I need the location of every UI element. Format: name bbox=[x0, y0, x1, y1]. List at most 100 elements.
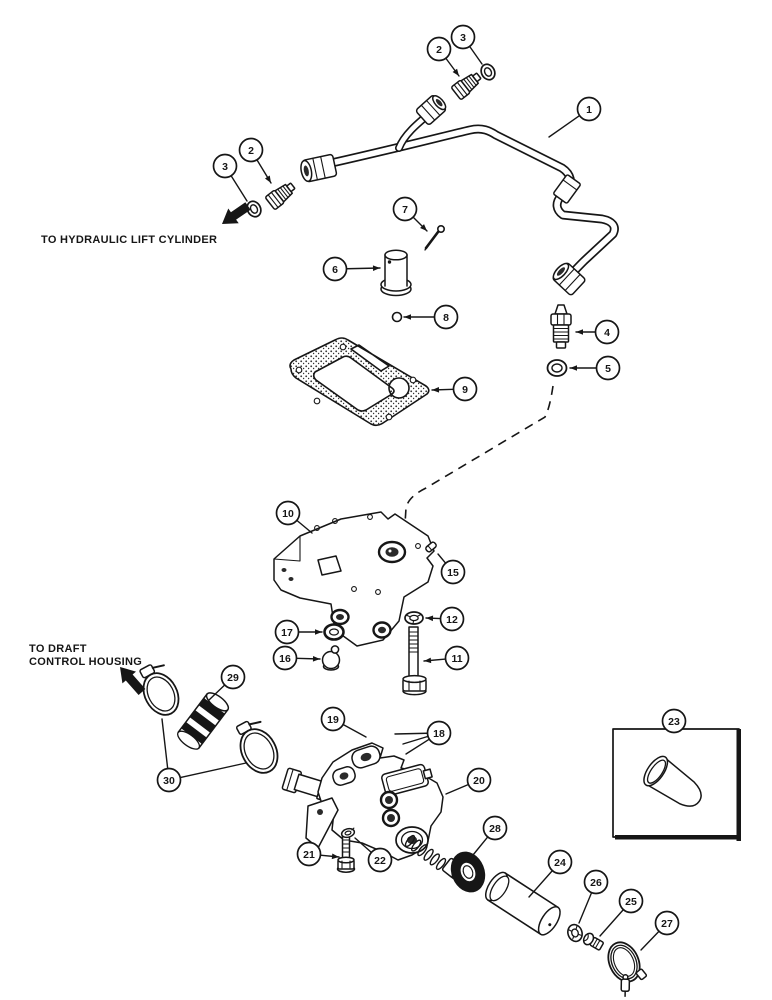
callout-25: 25 bbox=[599, 888, 644, 937]
callout-10: 10 bbox=[275, 500, 313, 534]
part-22-lock-washer bbox=[340, 827, 356, 839]
part-30-clamp-a bbox=[139, 664, 180, 716]
label-to-draft-line1: TO DRAFT bbox=[29, 643, 87, 655]
callout-18: 18 bbox=[394, 720, 452, 755]
svg-text:23: 23 bbox=[668, 716, 680, 728]
callout-19: 19 bbox=[320, 706, 367, 738]
callout-22: 22 bbox=[354, 837, 393, 873]
callout-15: 15 bbox=[437, 553, 466, 585]
svg-text:25: 25 bbox=[625, 896, 637, 908]
part-15-pin bbox=[425, 541, 437, 553]
svg-text:11: 11 bbox=[451, 653, 462, 665]
svg-text:16: 16 bbox=[279, 653, 291, 665]
callout-27: 27 bbox=[640, 910, 680, 951]
svg-text:30: 30 bbox=[163, 775, 175, 787]
callout-24: 24 bbox=[528, 849, 573, 898]
callout-3: 3 bbox=[212, 153, 248, 202]
part-23-boxed-plug bbox=[612, 728, 741, 841]
callout-4: 4 bbox=[575, 319, 620, 345]
callout-5: 5 bbox=[569, 355, 621, 381]
callout-28: 28 bbox=[472, 815, 508, 856]
part-28-seal bbox=[450, 851, 486, 893]
svg-text:6: 6 bbox=[332, 264, 338, 276]
svg-text:20: 20 bbox=[473, 775, 485, 787]
tube-nut-upper bbox=[415, 95, 447, 125]
callout-26: 26 bbox=[578, 869, 609, 924]
svg-text:1: 1 bbox=[586, 104, 592, 116]
assembly-dashed-line bbox=[404, 385, 554, 525]
part-10-valve-cover bbox=[273, 511, 435, 647]
label-to-hydraulic-lift-cylinder: TO HYDRAULIC LIFT CYLINDER bbox=[41, 234, 217, 246]
part-24-canister bbox=[484, 871, 561, 936]
part-3-oring-left bbox=[246, 200, 262, 218]
svg-text:19: 19 bbox=[327, 714, 339, 726]
callout-8: 8 bbox=[403, 304, 459, 330]
svg-text:29: 29 bbox=[227, 672, 239, 684]
svg-text:8: 8 bbox=[443, 312, 449, 324]
tube-nut-left bbox=[300, 153, 338, 183]
part-4-connector bbox=[550, 304, 572, 349]
part-8-ball bbox=[391, 311, 403, 323]
callout-1: 1 bbox=[548, 96, 602, 138]
svg-text:2: 2 bbox=[436, 44, 442, 56]
svg-text:2: 2 bbox=[248, 145, 254, 157]
part-21-bolt bbox=[336, 835, 356, 873]
callout-2: 2 bbox=[238, 137, 272, 184]
part-12-lock-washer bbox=[404, 611, 424, 625]
part-1-tube bbox=[300, 95, 619, 296]
svg-text:17: 17 bbox=[281, 627, 293, 639]
callout-17: 17 bbox=[274, 619, 323, 645]
svg-text:24: 24 bbox=[554, 857, 566, 869]
tube-nut-lower bbox=[552, 262, 586, 296]
svg-text:12: 12 bbox=[446, 614, 458, 626]
svg-text:3: 3 bbox=[460, 32, 466, 44]
part-16-plug bbox=[321, 645, 341, 671]
part-25-screw bbox=[582, 932, 604, 951]
svg-text:7: 7 bbox=[402, 204, 408, 216]
svg-text:3: 3 bbox=[222, 161, 228, 173]
tube-clamp-block bbox=[553, 174, 581, 204]
part-30-clamp-b bbox=[235, 720, 279, 774]
svg-text:15: 15 bbox=[447, 567, 459, 579]
part-5-oring bbox=[546, 359, 568, 377]
part-17-oring bbox=[323, 623, 345, 641]
part-2-fitting-left bbox=[265, 182, 296, 210]
svg-text:5: 5 bbox=[605, 363, 611, 375]
part-3-oring-upper bbox=[480, 63, 496, 81]
part-2-fitting-upper bbox=[451, 72, 482, 100]
svg-text:22: 22 bbox=[374, 855, 386, 867]
callout-16: 16 bbox=[272, 645, 321, 671]
callout-6: 6 bbox=[322, 256, 381, 282]
part-7-pin bbox=[424, 225, 445, 251]
svg-text:28: 28 bbox=[489, 823, 501, 835]
svg-text:4: 4 bbox=[604, 327, 610, 339]
callout-23: 23 bbox=[661, 708, 687, 734]
arrow-to-draft-control-housing-icon bbox=[120, 667, 146, 695]
svg-text:27: 27 bbox=[661, 918, 673, 930]
callout-21: 21 bbox=[296, 841, 340, 867]
callout-9: 9 bbox=[431, 376, 478, 402]
arrow-to-hydraulic-lift-cylinder-icon bbox=[222, 202, 251, 224]
callout-20: 20 bbox=[445, 767, 492, 795]
svg-text:21: 21 bbox=[303, 849, 315, 861]
label-to-draft-line2: CONTROL HOUSING bbox=[29, 656, 142, 668]
callout-29: 29 bbox=[208, 664, 246, 701]
svg-text:9: 9 bbox=[462, 384, 468, 396]
callout-11: 11 bbox=[423, 645, 470, 671]
svg-text:26: 26 bbox=[590, 877, 602, 889]
callout-7: 7 bbox=[392, 196, 428, 232]
svg-text:18: 18 bbox=[433, 728, 445, 740]
callout-30: 30 bbox=[156, 718, 247, 793]
part-9-gasket bbox=[289, 337, 430, 427]
part-6-sleeve bbox=[380, 249, 412, 297]
part-26-washer bbox=[567, 923, 583, 943]
part-27-clamp bbox=[607, 941, 648, 997]
callout-2: 2 bbox=[426, 36, 460, 77]
svg-text:10: 10 bbox=[282, 508, 294, 520]
part-11-bolt bbox=[402, 626, 427, 696]
callout-12: 12 bbox=[425, 606, 465, 632]
callout-3: 3 bbox=[450, 24, 483, 65]
